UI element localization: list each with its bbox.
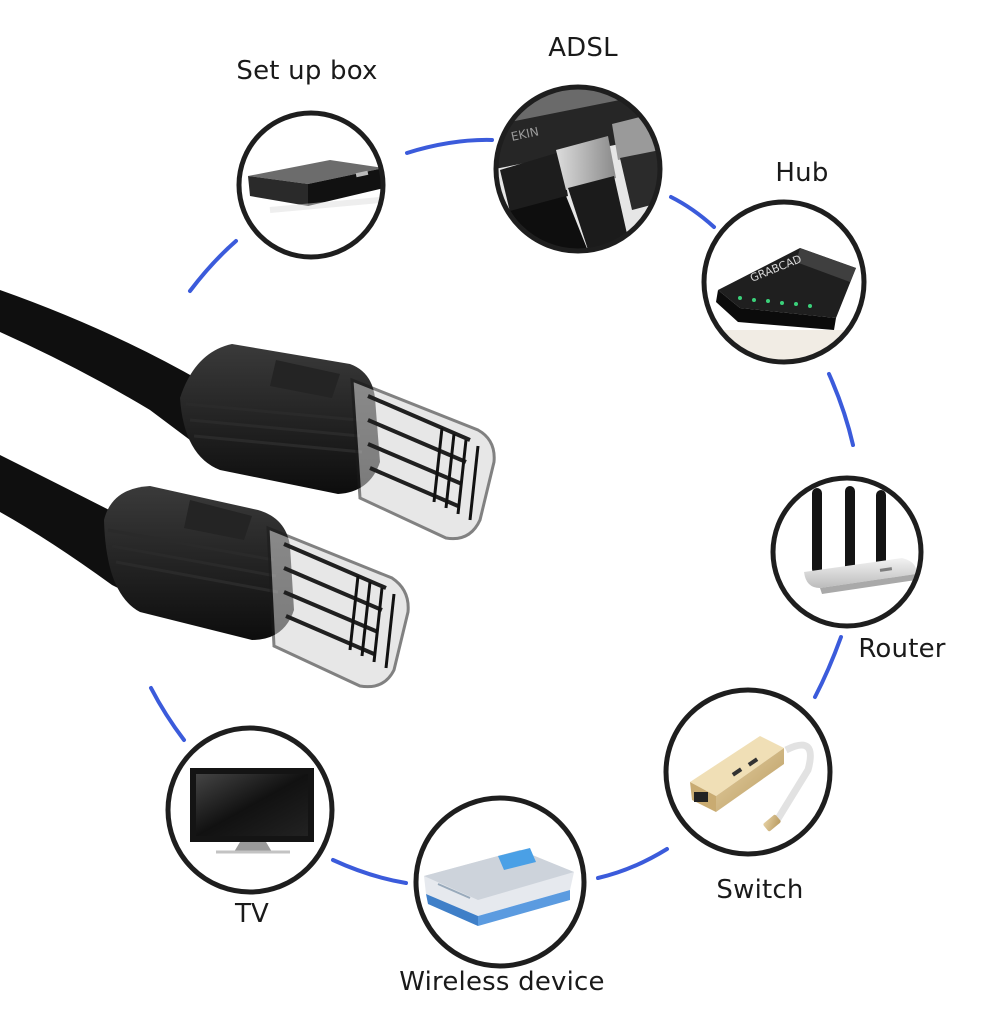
device-label: Switch	[716, 875, 804, 905]
router-icon	[804, 486, 917, 594]
connector-lines	[149, 137, 855, 885]
connector-line	[149, 686, 186, 742]
device-switch	[663, 687, 833, 857]
device-wireless-device	[413, 795, 587, 969]
device-label: TV	[234, 899, 270, 929]
connector-line	[188, 239, 238, 293]
device-label: Wireless device	[399, 967, 605, 997]
device-set-up-box	[236, 110, 386, 260]
device-adsl: EKIN	[493, 84, 663, 254]
device-label: Set up box	[236, 56, 378, 86]
adsl-brand-text: EKIN	[510, 124, 540, 144]
connector-line	[331, 858, 408, 885]
device-label: ADSL	[548, 33, 618, 63]
adsl-port-icon: EKIN	[496, 87, 660, 251]
connector-line	[813, 635, 843, 699]
wireless-device-icon	[424, 848, 574, 926]
usb-ethernet-adapter-icon	[690, 736, 814, 832]
device-hub: GRABCAD	[701, 199, 867, 365]
connector-line	[405, 137, 494, 155]
connector-line	[827, 372, 855, 447]
device-label: Hub	[775, 158, 829, 188]
ethernet-cable-icon	[0, 290, 496, 689]
device-tv	[165, 725, 335, 895]
connector-line	[596, 847, 669, 880]
connector-line	[669, 195, 716, 229]
device-label: Router	[858, 634, 946, 664]
set-top-box-icon	[248, 160, 383, 213]
device-router	[770, 475, 924, 629]
tv-icon	[190, 768, 314, 854]
